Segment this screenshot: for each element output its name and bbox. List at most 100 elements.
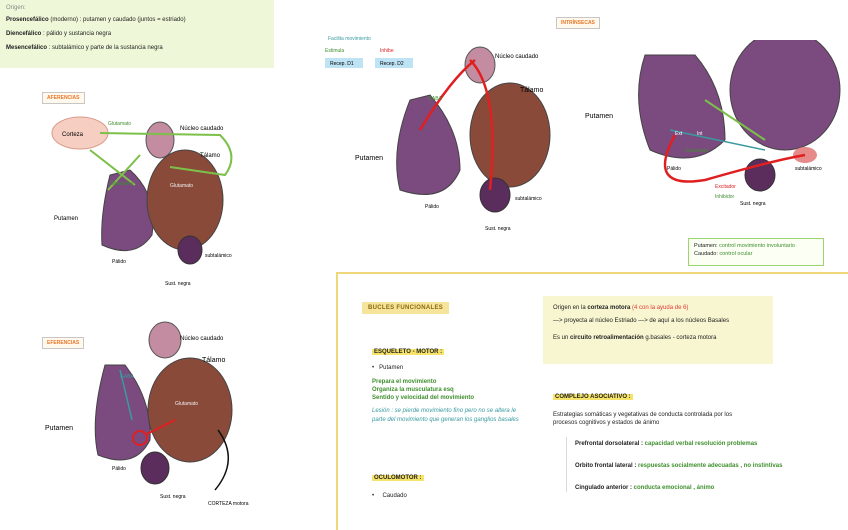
tag-intrinsecas: INTRÍNSECAS xyxy=(556,17,600,29)
label-sust-negra: Sust. negra xyxy=(160,494,186,500)
origin-motor-line2: —> proyecta al núcleo Estriado —> de aqu… xyxy=(553,318,730,325)
item-label: Orbito frontal lateral : xyxy=(575,463,637,470)
origin-line-diencefalico: Diencefálico : pálido y sustancia negra xyxy=(6,30,268,38)
note-label: Putamen: xyxy=(694,243,718,249)
origin-line-mesencefalico: Mesencefálico : subtalámico y parte de l… xyxy=(6,44,268,52)
esqueleto-title-text: ESQUELETO - MOTOR : xyxy=(372,349,445,355)
green-arrow xyxy=(89,149,136,186)
text: corteza motora xyxy=(587,305,631,311)
label-glutamato-tal: Glutamato xyxy=(170,183,193,189)
label-talamo: Tálamo xyxy=(200,153,221,159)
asociativo-section: COMPLEJO ASOCIATIVO : Estrategias somáti… xyxy=(553,393,823,427)
text: circuito retroalimentación xyxy=(570,335,644,342)
origin-line-prosencefalico: Prosencefálico (moderno) : putamen y cau… xyxy=(6,16,268,24)
esqueleto-lesion: Lesión : se pierde movimiento fino pero … xyxy=(372,408,519,423)
label-palido: Pálido xyxy=(112,466,126,472)
note-label: Caudado: xyxy=(694,251,718,258)
asociativo-title-text: COMPLEJO ASOCIATIVO : xyxy=(553,394,633,400)
label-dopamina: Dopamina xyxy=(110,181,133,187)
label-facilita: Facilita movimiento xyxy=(328,36,371,42)
label-gaba: GABA xyxy=(428,96,443,102)
talamo-shape xyxy=(729,40,841,151)
label-estimula: Estimula xyxy=(325,48,344,54)
tag-eferencias: EFERENCIAS xyxy=(42,337,85,349)
caudado-shape xyxy=(464,46,496,84)
text: Origen en la xyxy=(553,305,588,311)
label-sust-negra: Sust. negra xyxy=(485,226,511,232)
caudado-shape xyxy=(145,121,175,159)
label-gaba: GABA xyxy=(120,374,135,380)
label-recep-d1: Recep. D1 xyxy=(330,61,354,67)
label-talamo: Tálamo xyxy=(202,357,225,364)
label-inhibidor: Inhibidor xyxy=(715,194,735,200)
esqueleto-line: Sentido y velocidad del movimiento xyxy=(372,395,475,402)
oculomotor-item: • Caudado xyxy=(372,493,407,500)
teal-arrow xyxy=(119,369,133,421)
label-putamen: Putamen xyxy=(45,425,73,432)
talamo-shape xyxy=(146,149,224,251)
label-talamo: Tálamo xyxy=(520,87,543,94)
origin-text: : pálido y sustancia negra xyxy=(41,31,112,38)
oculomotor-item-text: Caudado xyxy=(382,493,407,500)
label-inhibe: Inhibe xyxy=(380,48,394,54)
label-putamen: Putamen xyxy=(54,216,78,222)
black-arrow xyxy=(214,429,230,491)
origin-motor-note: Origen en la corteza motora (4 con la ay… xyxy=(543,296,773,364)
asociativo-title: COMPLEJO ASOCIATIVO : xyxy=(553,393,823,401)
putamen-shape xyxy=(638,54,726,159)
label-subtalamico: subtalámico xyxy=(205,253,232,259)
label-corteza-motora: CORTEZA motora xyxy=(208,501,249,507)
sust-negra-shape xyxy=(479,177,511,213)
putamen-note-line2: Caudado: control ocular xyxy=(694,250,818,258)
teal-arrow xyxy=(669,129,766,151)
aferencias-diagram: Corteza Glutamato Núcleo caudado Tálamo … xyxy=(51,116,233,287)
red-arrow xyxy=(663,134,806,183)
label-putamen: Putamen xyxy=(585,113,613,120)
tag-aferencias: AFERENCIAS xyxy=(42,92,85,104)
text: g.basales - corteza motora xyxy=(643,335,717,342)
esqueleto-item-text: Putamen xyxy=(379,365,404,372)
origin-motor-line1: Origen en la corteza motora (4 con la ay… xyxy=(553,304,763,312)
eferencias-diagram: Núcleo caudado Tálamo Putamen GABA Gluta… xyxy=(45,321,249,507)
label-nucleo-caudado: Núcleo caudado xyxy=(180,336,224,342)
esqueleto-title: ESQUELETO - MOTOR : xyxy=(372,348,522,356)
putamen-note-line1: Putamen: control movimiento involuntario xyxy=(694,242,818,250)
label-sust-negra: Sust. negra xyxy=(165,281,191,287)
origin-text: (moderno) : putamen y caudado (juntos = … xyxy=(48,17,186,24)
intrinsecas-diagram-right: Putamen Pálido Sust. negra subtalámico G… xyxy=(585,40,841,207)
red-arrow xyxy=(418,59,476,131)
bucles-tag-label: BUCLES FUNCIONALES xyxy=(368,305,444,311)
caudado-shape xyxy=(148,321,182,359)
label-nucleo-caudado: Núcleo caudado xyxy=(180,126,224,132)
note-value: control ocular xyxy=(719,251,753,258)
esqueleto-section: ESQUELETO - MOTOR : • Putamen Prepara el… xyxy=(372,348,522,424)
label-sust-negra: Sust. negra xyxy=(740,201,766,207)
putamen-shape xyxy=(94,364,151,461)
bucles-tag: BUCLES FUNCIONALES xyxy=(362,302,450,314)
red-arrow xyxy=(469,59,494,191)
label-subtalamico: subtalámico xyxy=(515,196,542,202)
label-glutamato-sub: Glutamato xyxy=(685,148,708,154)
esqueleto-line: Prepara el movimiento xyxy=(372,379,437,386)
label-glutamato-tal: Glutamato xyxy=(175,401,198,407)
oculomotor-title-text: OCULOMOTOR : xyxy=(372,475,424,481)
label-subtalamico: subtalámico xyxy=(795,166,822,172)
label-excitador: Excitador xyxy=(715,184,736,190)
asociativo-item-orbitofrontal: Orbito frontal lateral : respuestas soci… xyxy=(575,462,845,470)
label-putamen: Putamen xyxy=(355,155,383,162)
putamen-shape xyxy=(396,94,461,195)
oculomotor-title: OCULOMOTOR : xyxy=(372,474,522,482)
item-value: capacidad verbal resolución problemas xyxy=(643,441,758,447)
asociativo-desc: Estrategias somáticas y vegetativas de c… xyxy=(553,412,733,427)
item-label: Prefrontal dorsolateral : xyxy=(575,441,644,447)
sust-negra-shape xyxy=(140,451,170,485)
recep-d1-box xyxy=(325,58,363,68)
note-value: control movimiento involuntario xyxy=(719,243,795,249)
label-nucleo-caudado: Núcleo caudado xyxy=(495,54,539,60)
origin-term: Prosencefálico xyxy=(6,17,49,24)
green-arrow xyxy=(107,154,141,191)
esqueleto-lines: Prepara el movimiento Organiza la muscul… xyxy=(372,378,522,402)
label-palido: Pálido xyxy=(667,166,681,172)
asociativo-item-prefrontal: Prefrontal dorsolateral : capacidad verb… xyxy=(575,440,845,448)
text: Es un xyxy=(553,335,571,342)
